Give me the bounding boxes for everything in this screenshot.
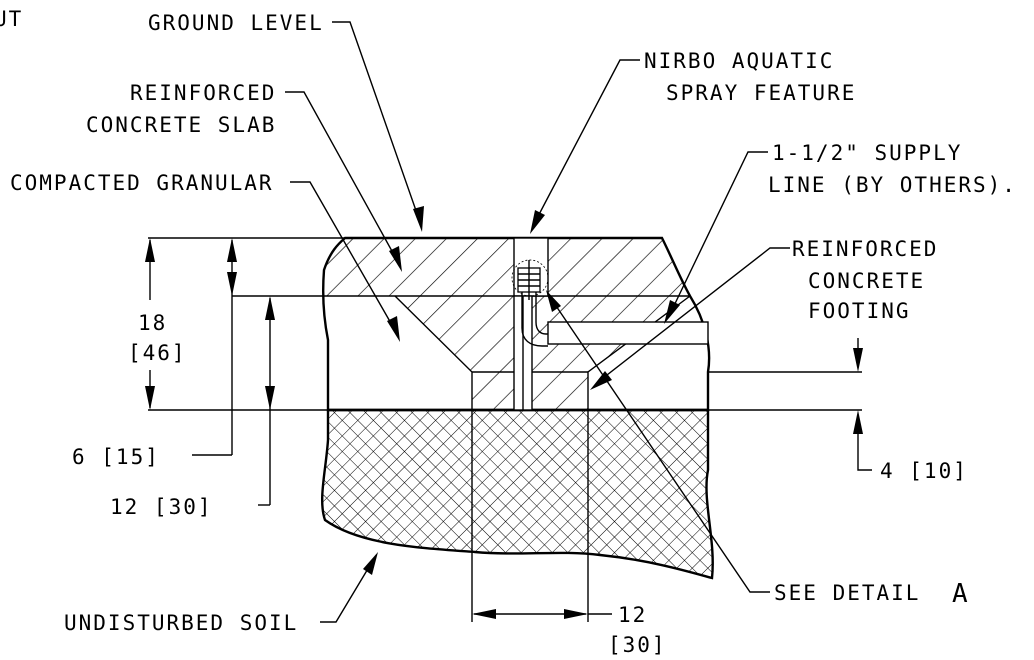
supply-line-pipe: [547, 321, 709, 345]
label-footing-line2: CONCRETE: [808, 269, 925, 293]
leader-supply-line: [664, 151, 768, 324]
dim-4-label: 4 [10]: [880, 459, 968, 483]
leader-ground-level: [332, 21, 424, 232]
dimension-18: 18 [46]: [128, 237, 345, 411]
leader-detail: [546, 290, 770, 593]
dim-18-value: 18: [138, 311, 167, 335]
leader-footing: [590, 247, 790, 390]
dim-12-horizontal-metric: [30]: [608, 633, 667, 657]
dimension-6: 6 [15]: [72, 238, 324, 469]
concrete-footing-region: [394, 295, 691, 410]
dim-12-horizontal-value: 12: [618, 603, 647, 627]
label-ground-level: GROUND LEVEL: [148, 11, 324, 35]
dim-6-label: 6 [15]: [72, 445, 160, 469]
label-undisturbed-soil: UNDISTURBED SOIL: [64, 611, 298, 635]
dimension-12-horizontal: 12 [30]: [471, 410, 667, 657]
label-supply-line2: LINE (BY OTHERS).: [768, 173, 1017, 197]
dim-12-vertical-label: 12 [30]: [110, 495, 213, 519]
label-supply-line1: 1-1/2" SUPPLY: [772, 141, 962, 165]
label-slab-line1: REINFORCED: [130, 81, 276, 105]
concrete-slab-region: [324, 238, 690, 296]
label-spray-line2: SPRAY FEATURE: [666, 81, 856, 105]
label-compacted-granular: COMPACTED GRANULAR: [10, 171, 274, 195]
dimension-4: 4 [10]: [708, 338, 968, 483]
leader-soil: [320, 552, 378, 623]
label-footing-line1: REINFORCED: [792, 237, 938, 261]
label-footing-line3: FOOTING: [808, 299, 911, 323]
spray-nozzle: [511, 259, 549, 347]
cutoff-text: UT: [0, 7, 23, 31]
label-detail-letter: A: [952, 579, 968, 609]
label-slab-line2: CONCRETE SLAB: [86, 113, 276, 137]
label-spray-line1: NIRBO AQUATIC: [644, 49, 834, 73]
leader-concrete-slab: [285, 91, 402, 272]
dimension-12-vertical: 12 [30]: [110, 296, 275, 519]
leader-granular: [290, 181, 400, 342]
dim-18-metric: [46]: [128, 341, 187, 365]
leader-spray-feature: [530, 59, 640, 234]
label-see-detail: SEE DETAIL: [774, 581, 920, 605]
